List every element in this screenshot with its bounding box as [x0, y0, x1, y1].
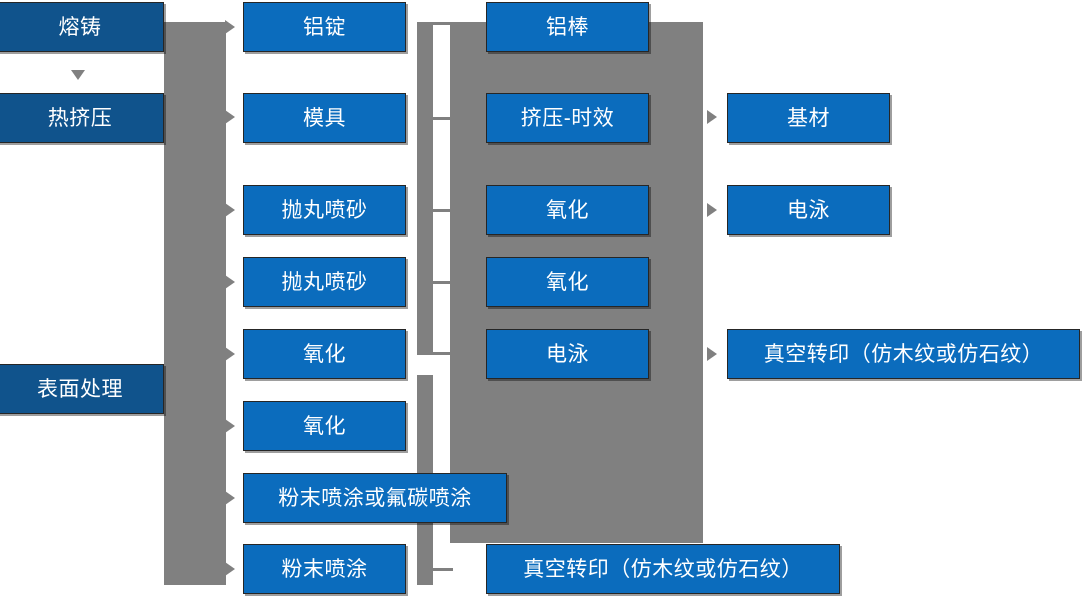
- input-label-aluminium-ingot: 铝锭: [303, 15, 346, 39]
- output-label-electrophoresis: 电泳: [787, 198, 830, 222]
- operation-label-oxidation-2: 氧化: [546, 270, 589, 294]
- arrow-stage1-to-stage2: [71, 70, 85, 80]
- arrow-to-input-1: [225, 20, 235, 34]
- operation-node-oxidation-2[interactable]: 氧化: [486, 257, 649, 307]
- input-label-powder-coating: 粉末喷涂: [281, 557, 368, 581]
- input-node-oxidation-1[interactable]: 氧化: [243, 329, 406, 379]
- operation-node-aluminium-bar[interactable]: 铝棒: [486, 2, 649, 52]
- arrow-to-input-4: [225, 275, 235, 289]
- output-label-base-material: 基材: [787, 106, 830, 130]
- arrow-to-output-1: [707, 110, 717, 124]
- stage-label-melting: 熔铸: [58, 15, 102, 39]
- arrow-to-output-3: [707, 347, 717, 361]
- output-label-vacuum-transfer: 真空转印（仿木纹或仿石纹）: [763, 342, 1044, 366]
- stage-trunk-bar: [164, 22, 226, 585]
- operation-node-vacuum-transfer[interactable]: 真空转印（仿木纹或仿石纹）: [486, 544, 840, 594]
- operation-node-electrophoresis[interactable]: 电泳: [486, 329, 649, 379]
- mid-trunk-bar-upper: [417, 22, 433, 355]
- mid-connector-3: [433, 209, 453, 212]
- mid-connector-1: [433, 22, 453, 25]
- output-node-electrophoresis[interactable]: 电泳: [727, 185, 890, 235]
- arrow-to-output-2: [707, 203, 717, 217]
- stage-label-hot-extrusion: 热挤压: [47, 106, 113, 130]
- arrow-to-input-8: [225, 562, 235, 576]
- input-node-shot-blasting-1[interactable]: 抛丸喷砂: [243, 185, 406, 235]
- arrow-to-input-3: [225, 203, 235, 217]
- mid-connector-6: [433, 568, 453, 571]
- input-label-oxidation-2: 氧化: [303, 414, 346, 438]
- input-node-powder-coating[interactable]: 粉末喷涂: [243, 544, 406, 594]
- mid-connector-5: [433, 352, 453, 355]
- stage-node-surface-treatment[interactable]: 表面处理: [0, 364, 164, 414]
- arrow-to-input-2: [225, 110, 235, 124]
- input-node-shot-blasting-2[interactable]: 抛丸喷砂: [243, 257, 406, 307]
- input-label-shot-blasting-1: 抛丸喷砂: [281, 198, 368, 222]
- output-node-base-material[interactable]: 基材: [727, 93, 890, 143]
- surface-stage-connector: [160, 387, 170, 390]
- output-node-vacuum-transfer[interactable]: 真空转印（仿木纹或仿石纹）: [727, 329, 1080, 379]
- arrow-to-input-7: [225, 491, 235, 505]
- arrow-to-input-6: [225, 419, 235, 433]
- mid-connector-2: [433, 117, 453, 120]
- operation-label-aluminium-bar: 铝棒: [546, 15, 589, 39]
- stage-label-surface-treatment: 表面处理: [37, 377, 123, 401]
- mid-connector-4: [433, 281, 453, 284]
- input-node-aluminium-ingot[interactable]: 铝锭: [243, 2, 406, 52]
- operation-node-extrusion-aging[interactable]: 挤压-时效: [486, 93, 649, 143]
- input-node-oxidation-2[interactable]: 氧化: [243, 401, 406, 451]
- input-node-mold[interactable]: 模具: [243, 93, 406, 143]
- operation-label-oxidation-1: 氧化: [546, 198, 589, 222]
- arrow-to-input-5: [225, 347, 235, 361]
- stage-node-melting[interactable]: 熔铸: [0, 2, 164, 52]
- input-label-mold: 模具: [303, 106, 346, 130]
- operation-label-electrophoresis: 电泳: [546, 342, 589, 366]
- stage-node-hot-extrusion[interactable]: 热挤压: [0, 93, 164, 143]
- operation-node-oxidation-1[interactable]: 氧化: [486, 185, 649, 235]
- input-label-shot-blasting-2: 抛丸喷砂: [281, 270, 368, 294]
- input-node-powder-or-fluorocarbon-coating[interactable]: 粉末喷涂或氟碳喷涂: [243, 473, 507, 523]
- input-label-oxidation-1: 氧化: [303, 342, 346, 366]
- operation-label-vacuum-transfer: 真空转印（仿木纹或仿石纹）: [523, 557, 803, 581]
- operation-label-extrusion-aging: 挤压-时效: [520, 106, 615, 130]
- input-label-powder-or-fluorocarbon-coating: 粉末喷涂或氟碳喷涂: [278, 486, 472, 510]
